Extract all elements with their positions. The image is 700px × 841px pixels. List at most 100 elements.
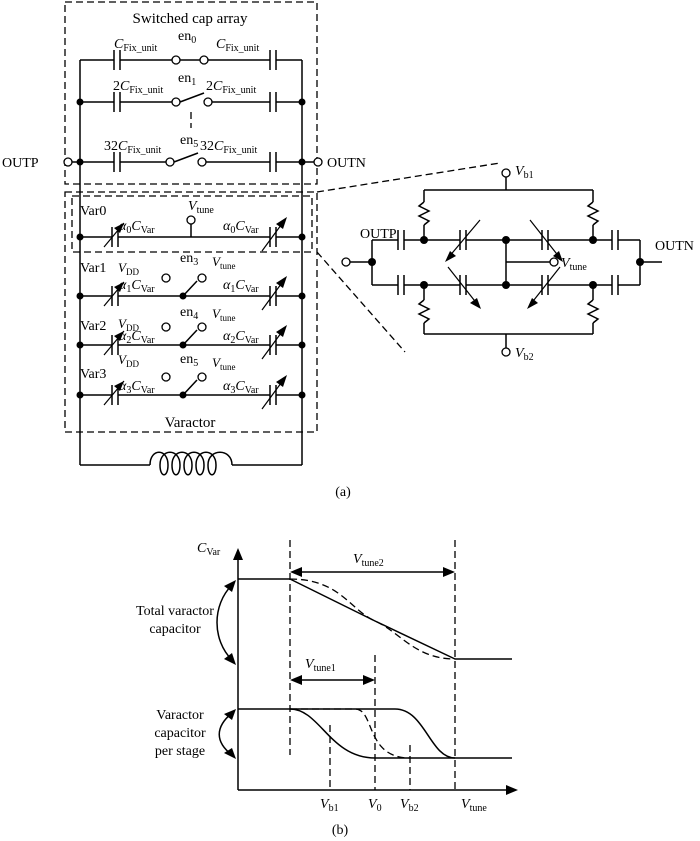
outp-terminal [63, 157, 73, 167]
var-row-0 [80, 215, 302, 252]
var-row-2-name: Var2 [80, 319, 106, 334]
resistor-top-left [417, 201, 431, 226]
vb2-terminal [501, 347, 511, 357]
total-curve-solid [289, 578, 456, 660]
caption-b: (b) [332, 823, 349, 838]
stage-label-line-2: capacitor [154, 726, 206, 741]
vtune-contact [197, 273, 207, 283]
cap-row-2-left-label: 32CFix_unit [104, 139, 161, 156]
outn-label: OUTN [327, 156, 366, 171]
detail-outn-label: OUTN [655, 239, 694, 254]
total-label-line-1: Total varactor [136, 604, 214, 619]
cap-row-2 [80, 152, 302, 172]
total-label-line-2: capacitor [149, 622, 201, 637]
var-row-1-right-label: α1CVar [223, 278, 259, 295]
inductor-coil [149, 451, 233, 476]
y-axis-arrow [233, 548, 243, 560]
vdd-contact [161, 322, 171, 332]
vtune2-label: Vtune2 [353, 552, 384, 569]
cap-row-1 [80, 92, 302, 112]
x-tick-vtune: Vtune [461, 797, 487, 814]
var-row-3-right-label: α3CVar [223, 379, 259, 396]
caption-a: (a) [335, 485, 351, 500]
cap-row-0 [80, 50, 302, 70]
switched-cap-box [64, 1, 318, 185]
var-row-1-left-label: α1CVar [119, 278, 155, 295]
varactor-box [64, 191, 318, 433]
varactor-title: Varactor [165, 415, 216, 431]
switch-contact [199, 55, 209, 65]
resistor-bottom-left [417, 299, 431, 324]
switch-blade [182, 379, 198, 396]
var-row-0-name: Var0 [80, 204, 106, 219]
switch-contact [171, 97, 181, 107]
x-axis-arrow [506, 785, 518, 795]
var-row-3-left-label: α3CVar [119, 379, 155, 396]
var-row-1-en: en3 [180, 251, 198, 268]
var-row-1-name: Var1 [80, 261, 106, 276]
var-row-0-left-label: α0CVar [119, 219, 155, 236]
detail-vb2-label: Vb2 [515, 346, 534, 363]
var-row-2-vdd: VDD [118, 316, 139, 333]
cap-row-1-right-label: 2CFix_unit [206, 79, 256, 96]
switch-contact [171, 55, 181, 65]
var-row-2 [80, 322, 302, 360]
cap-row-2-en-label: en5 [180, 133, 198, 150]
switch-blade [182, 329, 198, 346]
x-tick-vb2: Vb2 [400, 797, 419, 814]
var-row-2-left-label: α2CVar [119, 329, 155, 346]
cap-row-2-right-label: 32CFix_unit [200, 139, 257, 156]
var-row-3 [80, 372, 302, 410]
var0-highlight-box [71, 195, 313, 253]
switch-blade [173, 152, 199, 163]
stage-curve-left [289, 708, 376, 759]
total-curve-dashed [289, 578, 456, 660]
vtune-node [186, 215, 196, 225]
var-row-3-vdd: VDD [118, 352, 139, 369]
switch-contact [203, 97, 213, 107]
resistor-bottom-right [586, 299, 600, 324]
var-row-3-vtune: Vtune [212, 355, 235, 372]
zoom-line-bottom [316, 251, 406, 353]
stage-brace-arrow [218, 712, 233, 756]
figure-b: Vtune2 Vtune1 CVar Total varactor capaci… [136, 540, 518, 838]
vb1-terminal [501, 168, 511, 178]
vtune1-label: Vtune1 [305, 657, 336, 674]
var-row-0-right-label: α0CVar [223, 219, 259, 236]
var-row-2-right-label: α2CVar [223, 329, 259, 346]
stage-curve-right [290, 708, 456, 759]
outn-terminal [313, 157, 323, 167]
cap-row-0-en-label: en0 [178, 29, 196, 46]
varactor-detail-schematic [341, 168, 662, 357]
vdd-contact [161, 372, 171, 382]
var-row-2-en: en4 [180, 305, 198, 322]
figure-a: Switched cap array Varactor [2, 1, 694, 500]
switch-contact [165, 157, 175, 167]
x-tick-vb1: Vb1 [320, 797, 339, 814]
zoom-line-top [316, 162, 501, 193]
vtune-contact [197, 372, 207, 382]
switched-cap-title: Switched cap array [133, 11, 248, 27]
var-row-0-vtune-label: Vtune [188, 199, 214, 216]
vdd-contact [161, 273, 171, 283]
stage-label-line-3: per stage [155, 744, 205, 759]
detail-vtune-terminal [549, 257, 559, 267]
cap-row-1-en-label: en1 [178, 71, 196, 88]
var-row-1 [80, 273, 302, 311]
detail-vb1-label: Vb1 [515, 164, 534, 181]
cap-row-1-left-label: 2CFix_unit [113, 79, 163, 96]
y-axis-label: CVar [197, 541, 221, 558]
outp-label: OUTP [2, 156, 39, 171]
detail-vtune-label: Vtune [561, 256, 587, 273]
detail-outp-label: OUTP [360, 227, 397, 242]
detail-outp-terminal [341, 257, 351, 267]
var-row-2-vtune: Vtune [212, 306, 235, 323]
switch-blade [182, 280, 198, 297]
var-row-1-vtune: Vtune [212, 254, 235, 271]
stage-label-line-1: Varactor [156, 708, 204, 723]
cap-row-0-left-label: CFix_unit [114, 37, 157, 54]
var-row-3-en: en5 [180, 352, 198, 369]
total-brace-arrow [216, 584, 233, 661]
switch-contact [197, 157, 207, 167]
